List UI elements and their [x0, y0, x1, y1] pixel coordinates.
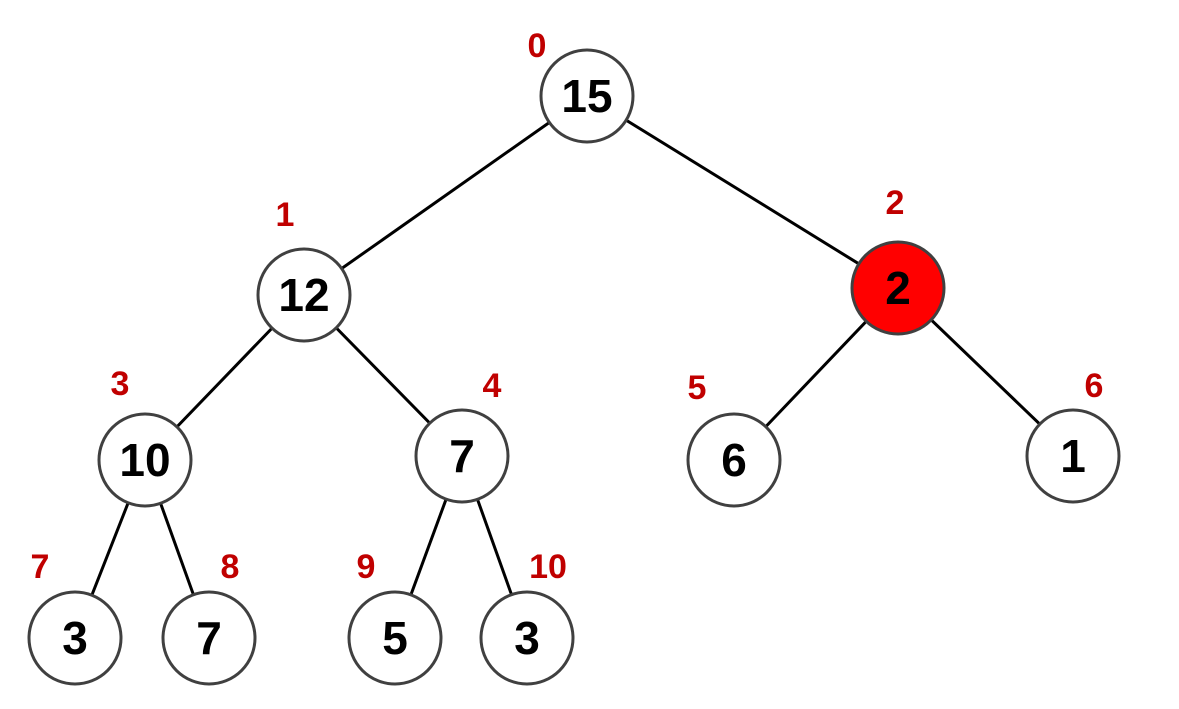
heap-node-4: 74 [414, 367, 510, 504]
node-value: 15 [561, 70, 612, 122]
heap-node-1: 12 1 [256, 196, 352, 343]
node-circle [479, 590, 575, 686]
node-value: 7 [196, 612, 222, 664]
node-value: 10 [119, 434, 170, 486]
heap-node-8: 78 [161, 548, 257, 686]
node-index-label: 9 [357, 548, 376, 586]
node-index-label: 5 [688, 369, 707, 407]
node-circle [27, 590, 123, 686]
node-index-label: 0 [528, 27, 547, 65]
heap-node-2: 22 [850, 184, 946, 336]
node-circle [539, 48, 635, 144]
heap-node-9: 59 [347, 548, 443, 686]
node-value: 6 [721, 434, 747, 486]
heap-node-7: 37 [27, 548, 123, 686]
node-circle [97, 412, 193, 508]
node-index-label: 3 [111, 365, 130, 403]
node-value: 3 [514, 612, 540, 664]
node-value: 12 [278, 269, 329, 321]
node-value: 7 [449, 430, 475, 482]
heap-node-10: 3 10 [479, 548, 575, 686]
node-index-label: 8 [221, 548, 240, 586]
node-index-label: 1 [276, 196, 295, 234]
node-circle [686, 412, 782, 508]
node-value: 5 [382, 612, 408, 664]
node-circle [161, 590, 257, 686]
node-index-label: 10 [529, 548, 567, 586]
node-index-label: 7 [31, 548, 50, 586]
heap-node-5: 65 [686, 369, 782, 508]
edge-0-2 [586, 94, 899, 290]
heap-node-6: 16 [1025, 367, 1121, 504]
edge-0-1 [303, 94, 588, 297]
node-circle [347, 590, 443, 686]
node-circle [850, 240, 946, 336]
node-value: 1 [1060, 430, 1086, 482]
node-value: 2 [885, 262, 911, 314]
node-circle [256, 247, 352, 343]
node-index-label: 4 [483, 367, 502, 405]
heap-node-3: 10 3 [97, 365, 193, 508]
node-circle [1025, 408, 1121, 504]
heap-node-0: 15 0 [528, 27, 635, 144]
node-circle [414, 408, 510, 504]
node-value: 3 [62, 612, 88, 664]
node-index-label: 2 [886, 184, 905, 222]
node-index-label: 6 [1085, 367, 1104, 405]
